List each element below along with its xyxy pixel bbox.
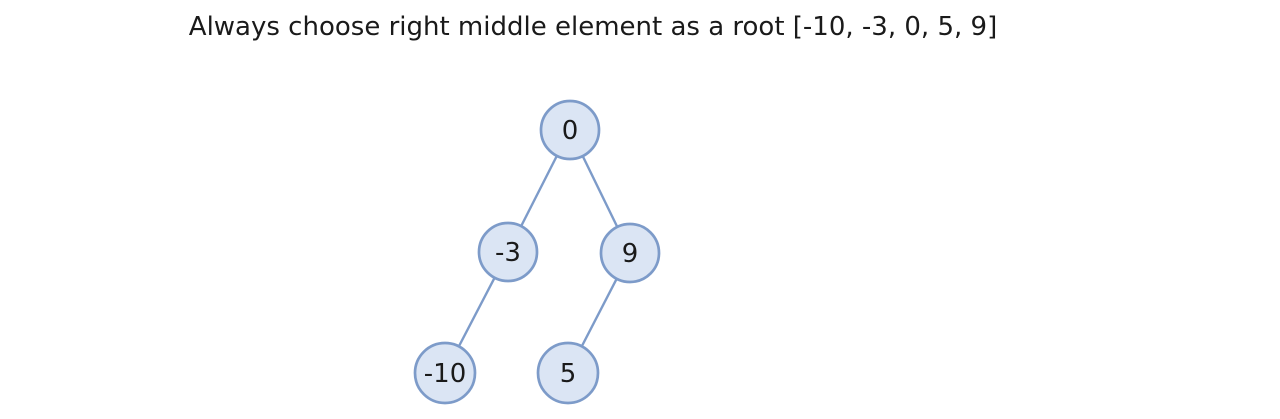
tree-node-label: -10: [424, 359, 466, 389]
tree-node-circle: [539, 99, 601, 161]
tree-node-circle: [477, 221, 539, 283]
tree-node-circle: [413, 341, 477, 405]
tree-node-label: 5: [560, 359, 577, 389]
diagram-title: Always choose right middle element as a …: [188, 12, 998, 42]
tree-node-root: 0: [539, 99, 601, 161]
tree-node-circle: [536, 341, 600, 405]
tree-node-left-left: -10: [413, 341, 477, 405]
tree-node-label: 0: [562, 116, 579, 146]
tree-node-right-left: 5: [536, 341, 600, 405]
tree-node-circle: [599, 222, 661, 284]
tree-node-root-right: 9: [599, 222, 661, 284]
tree-node-label: -3: [495, 238, 521, 268]
tree-node-root-left: -3: [477, 221, 539, 283]
tree-node-label: 9: [622, 239, 639, 269]
